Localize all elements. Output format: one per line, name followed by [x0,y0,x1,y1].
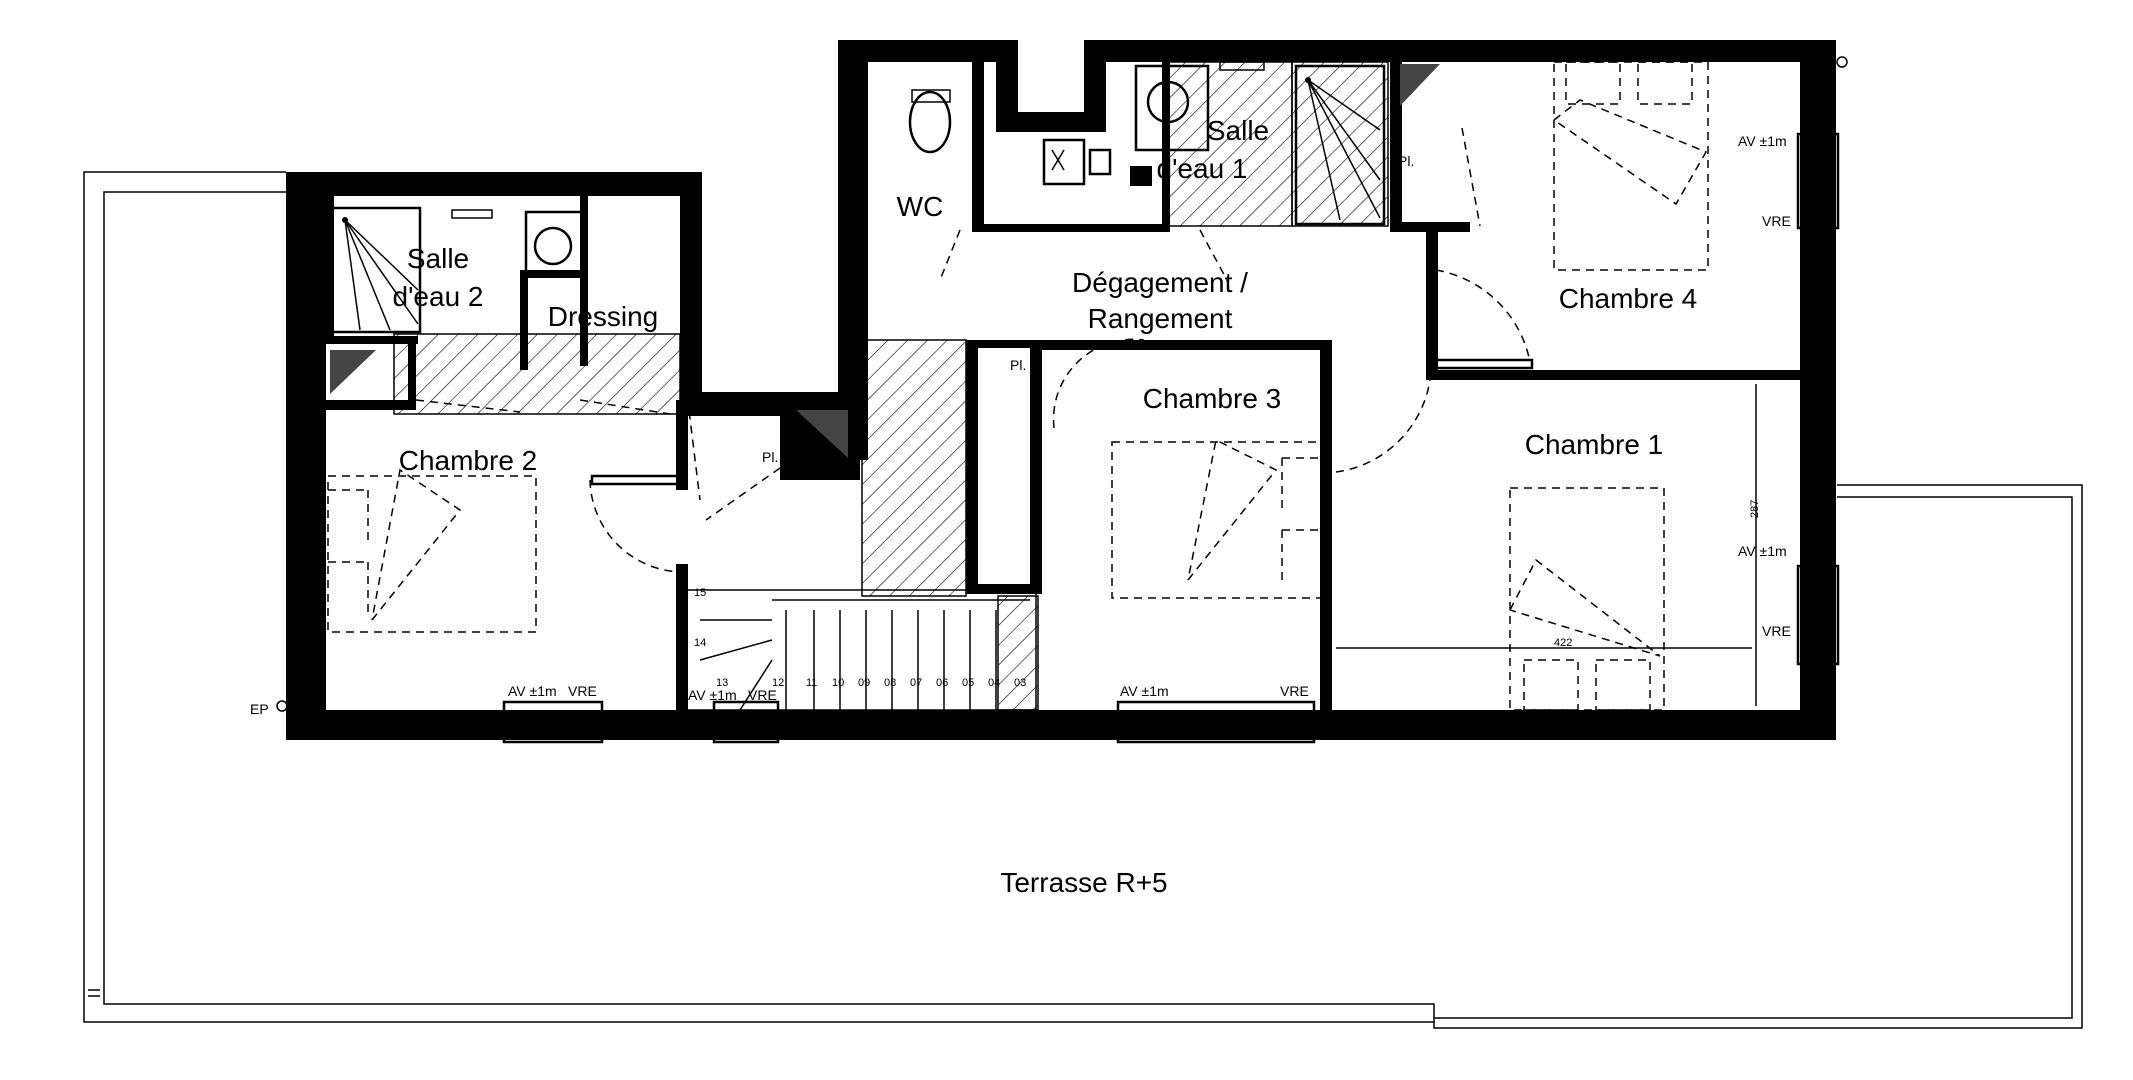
terrace-outline [83,171,2083,1029]
av-label-chambre-3: AV ±1m [1120,683,1169,699]
av-label-stairs: AV ±1m [688,687,737,703]
av-label-chambre-4: AV ±1m [1738,133,1787,149]
vre-label-chambre-4: VRE [1762,213,1791,229]
av-label-chambre-2: AV ±1m [508,683,557,699]
dimension-lines [1336,384,1757,706]
room-label-dressing: Dressing [548,301,658,332]
room-label-salle-eau-1-line2: d'eau 1 [1157,153,1248,184]
stair-step-number: 04 [988,677,1000,689]
ep-label: EP [250,701,269,717]
stair-step-number: 03 [1014,677,1026,689]
dimension-287: 287 [1749,500,1761,518]
stair-step-number: 06 [936,677,948,689]
room-label-chambre-1: Chambre 1 [1525,429,1664,460]
room-label-salle-eau-2-line2: d'eau 2 [393,281,484,312]
beds [327,61,1709,711]
stair-step-number: 10 [832,677,844,689]
room-label-terrasse: Terrasse R+5 [1000,867,1167,898]
fixtures [328,61,1386,334]
corner-marker [1836,56,1848,68]
stair-step-number: 05 [962,677,974,689]
hatched-areas [393,61,1389,711]
vre-label-stairs: VRE [748,687,777,703]
vre-label-chambre-3: VRE [1280,683,1309,699]
stair-step-number: 12 [772,677,784,689]
room-label-chambre-3: Chambre 3 [1143,383,1282,414]
room-label-chambre-2: Chambre 2 [399,445,538,476]
stair-step-number: 08 [884,677,896,689]
placard-label-3: Pl. [1398,153,1414,169]
stair-step-number: 14 [694,637,706,649]
ep-marker [276,700,288,712]
room-label-chambre-4: Chambre 4 [1559,283,1698,314]
stair-step-number: 11 [806,677,817,689]
room-label-degagement-line1: Dégagement / [1072,267,1248,298]
vre-label-chambre-1: VRE [1762,623,1791,639]
staircase [683,589,1037,711]
placard-label-2: Pl. [1010,357,1026,373]
shafts [330,64,1440,458]
stair-step-number: 15 [694,587,706,599]
doors [415,127,1534,573]
stair-step-number: 09 [858,677,870,689]
stair-step-number: 13 [716,677,728,689]
windows [502,132,1840,744]
av-label-chambre-1: AV ±1m [1738,543,1787,559]
dimension-422: 422 [1554,637,1572,649]
vre-label-chambre-2: VRE [568,683,597,699]
room-label-salle-eau-1-line1: Salle [1207,115,1269,146]
exterior-walls [286,40,1836,740]
room-label-salle-eau-2-line1: Salle [407,243,469,274]
room-label-wc: WC [897,191,944,222]
stair-step-number: 07 [910,677,922,689]
placard-label-1: Pl. [762,449,778,465]
room-label-degagement-line2: Rangement [1088,303,1233,334]
